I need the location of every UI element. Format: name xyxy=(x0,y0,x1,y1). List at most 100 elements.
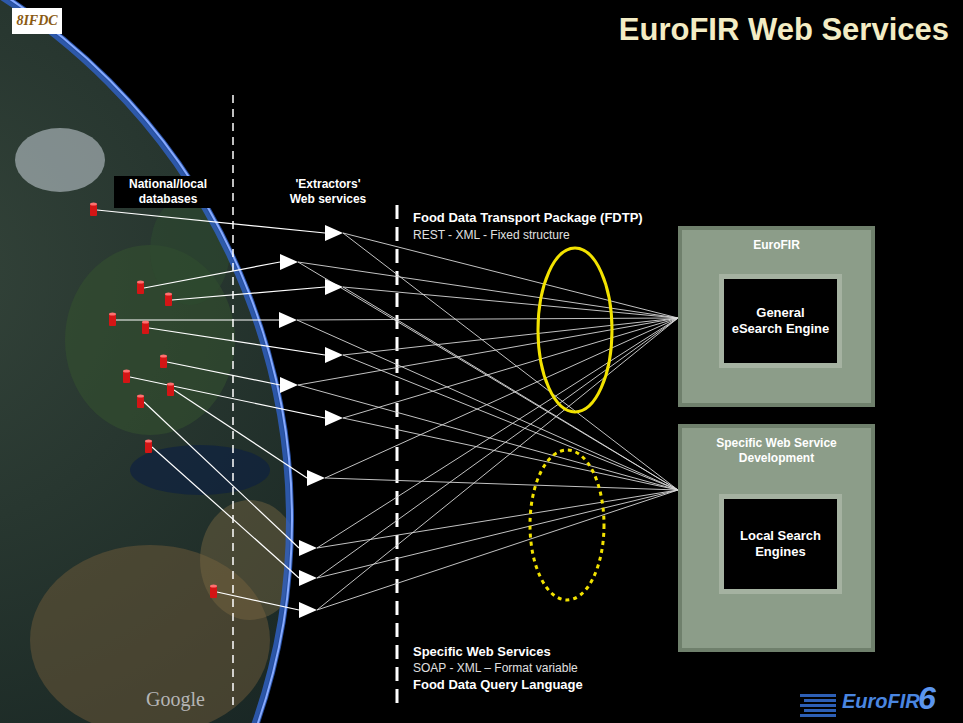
wiring xyxy=(90,202,678,618)
database-marker xyxy=(160,354,167,368)
database-marker xyxy=(165,292,172,306)
extractor-triangle xyxy=(279,312,297,328)
title-holder: EuroFIR Web Services xyxy=(619,12,949,48)
label-holder: Food Data Query Language xyxy=(410,677,586,692)
panel-heading: EuroFIR xyxy=(688,238,865,253)
slide-title: EuroFIR Web Services xyxy=(619,12,949,48)
database-marker xyxy=(167,382,174,396)
scandinavia xyxy=(150,195,230,305)
database-body xyxy=(210,586,217,598)
database-marker xyxy=(145,439,152,453)
protocol-note: REST - XML - Fixed structure xyxy=(410,228,573,242)
extractor-triangle xyxy=(280,254,298,270)
extractor-triangle xyxy=(280,377,298,393)
database-link xyxy=(174,390,307,478)
database-marker xyxy=(123,369,130,383)
database-body xyxy=(90,204,97,216)
database-top xyxy=(210,584,217,587)
label-holder: 6 xyxy=(918,680,936,717)
service-link xyxy=(298,262,678,318)
protocol-heading: Specific Web Services xyxy=(410,644,554,659)
extractor-triangle xyxy=(299,602,317,618)
database-body xyxy=(137,282,144,294)
database-top xyxy=(90,202,97,205)
service-link xyxy=(298,262,678,490)
column-heading: 'Extractors' Web services xyxy=(280,176,376,208)
atmosphere xyxy=(0,0,290,723)
label-holder: Google xyxy=(146,688,205,711)
service-link xyxy=(317,318,678,548)
service-link xyxy=(297,318,678,320)
land-masses xyxy=(15,128,300,723)
label-holder: 8IFDC xyxy=(12,8,62,34)
service-panel: EuroFIR General eSearch Engine xyxy=(678,226,875,407)
dashed-divider xyxy=(232,95,234,708)
database-link xyxy=(130,377,325,418)
database-top xyxy=(145,439,152,442)
conference-logo: 8IFDC xyxy=(12,8,62,34)
search-engine-box: Local Search Engines xyxy=(719,494,842,594)
database-top xyxy=(142,320,149,323)
service-link xyxy=(317,490,678,610)
database-top xyxy=(160,354,167,357)
column-heading: National/local databases xyxy=(114,176,222,208)
label-holder: National/local databases xyxy=(114,176,222,208)
database-top xyxy=(137,394,144,397)
database-top xyxy=(137,280,144,283)
database-link xyxy=(152,447,299,578)
protocol-heading: Food Data Transport Package (FDTP) xyxy=(410,210,646,225)
service-link xyxy=(343,318,678,418)
label-holder: SOAP - XML – Format variable xyxy=(410,661,581,675)
box-label: Local Search Engines xyxy=(730,528,831,561)
label-holder: Food Data Transport Package (FDTP) xyxy=(410,210,646,225)
service-link xyxy=(325,318,678,478)
database-body xyxy=(165,294,172,306)
service-link xyxy=(343,318,678,355)
extractor-triangle xyxy=(325,410,343,426)
database-body xyxy=(137,396,144,408)
service-link xyxy=(317,490,678,578)
service-panel: Specific Web Service DevelopmentLocal Se… xyxy=(678,424,875,652)
protocol-note: SOAP - XML – Format variable xyxy=(410,661,581,675)
service-link xyxy=(298,385,678,490)
service-link xyxy=(343,355,678,490)
database-link xyxy=(167,362,280,385)
logo-text: 6 xyxy=(918,680,936,717)
database-top xyxy=(123,369,130,372)
watermark: Google xyxy=(146,688,205,711)
service-link xyxy=(343,233,678,490)
database-body xyxy=(142,322,149,334)
database-link xyxy=(144,262,280,288)
logo-bar xyxy=(804,699,836,702)
search-engine-box: General eSearch Engine xyxy=(719,274,842,368)
atmosphere-rim xyxy=(0,0,292,723)
database-link xyxy=(149,328,325,355)
service-link xyxy=(343,233,678,318)
database-link xyxy=(172,287,325,300)
database-marker xyxy=(210,584,217,598)
highlight-ellipse xyxy=(538,248,612,412)
database-body xyxy=(167,384,174,396)
logo-text: EuroFIR xyxy=(842,690,920,713)
logo-bar xyxy=(804,709,836,712)
panel-heading: Specific Web Service Development xyxy=(688,436,865,466)
service-link xyxy=(343,287,678,318)
service-link xyxy=(325,478,678,490)
logo-bar xyxy=(800,714,836,717)
box-label: General eSearch Engine xyxy=(730,305,831,338)
extractor-triangle xyxy=(307,470,325,486)
extractor-triangle xyxy=(325,225,343,241)
database-body xyxy=(145,441,152,453)
extractor-triangle xyxy=(299,540,317,556)
database-link xyxy=(217,592,299,610)
service-link xyxy=(343,287,678,490)
label-holder: REST - XML - Fixed structure xyxy=(410,228,573,242)
highlight-ellipse-dashed xyxy=(530,450,604,600)
service-link xyxy=(317,318,678,610)
database-link xyxy=(97,210,325,233)
extractor-triangle xyxy=(325,347,343,363)
label-holder: 'Extractors' Web services xyxy=(280,176,376,208)
label-holder: EuroFIR xyxy=(842,690,920,713)
database-top xyxy=(167,382,174,385)
